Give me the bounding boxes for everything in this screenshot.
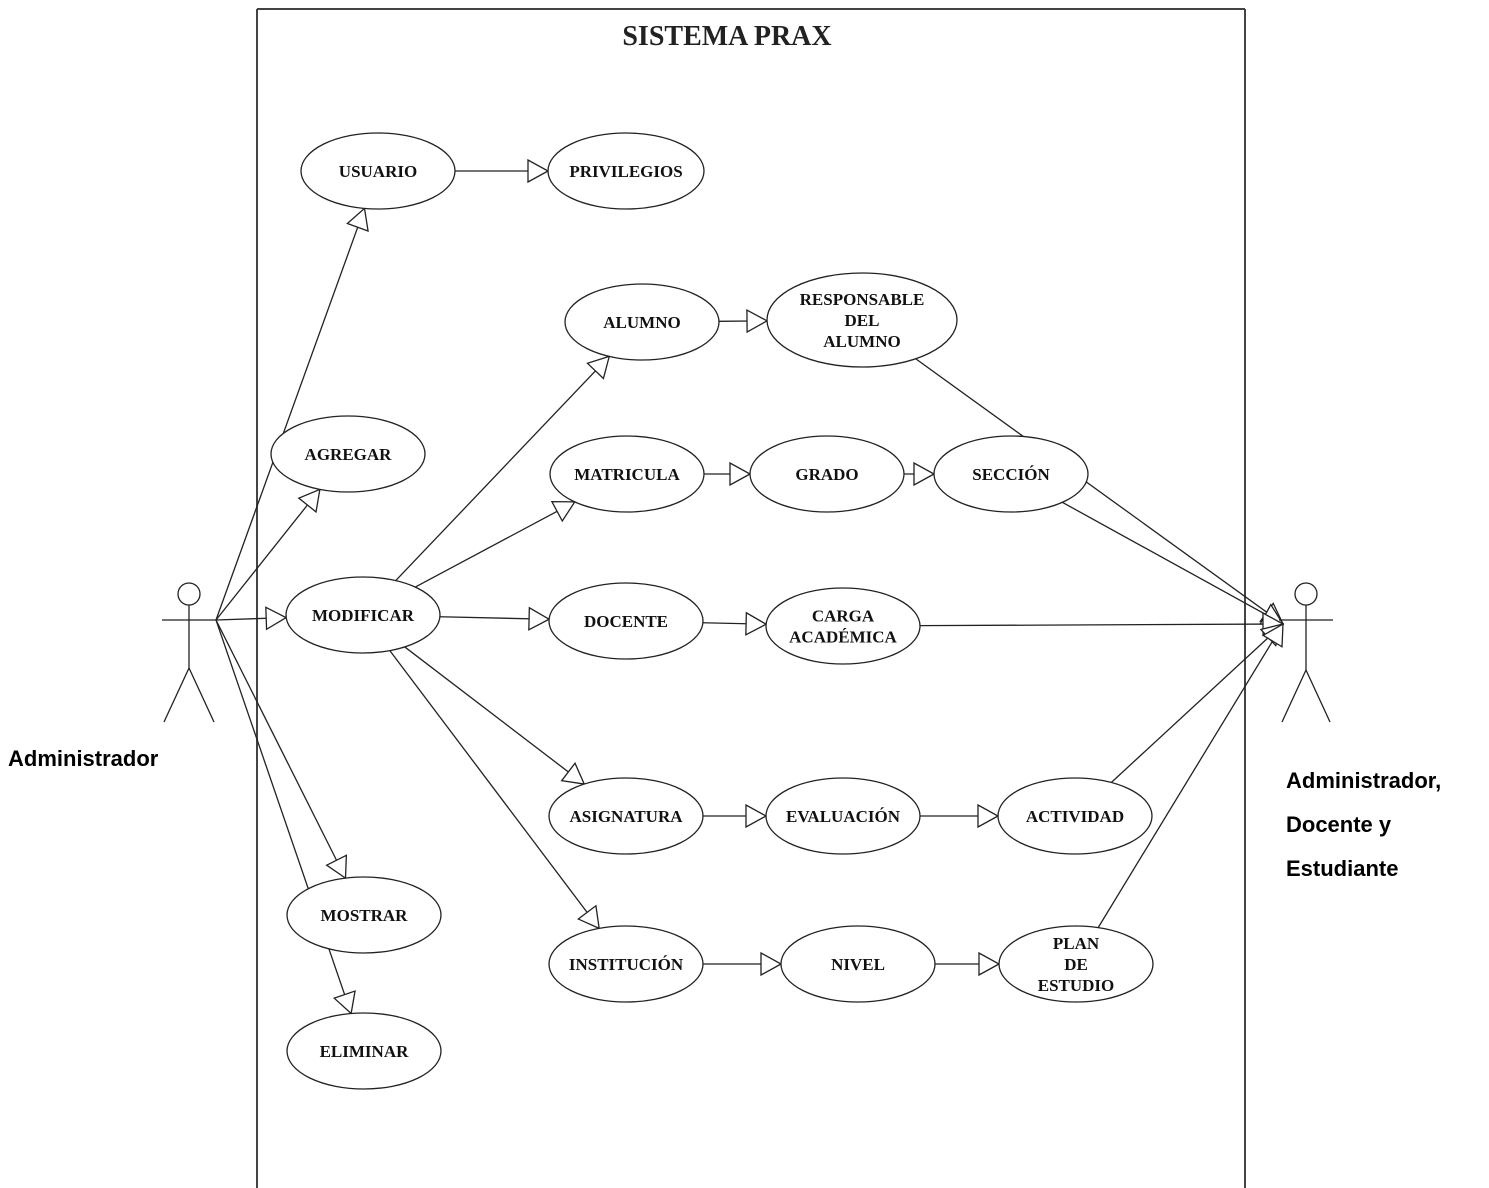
use-case-label: CARGA <box>812 607 875 626</box>
use-case-nivel: NIVEL <box>780 925 936 1003</box>
use-case-actividad: ACTIVIDAD <box>997 777 1153 855</box>
relation-arrowhead <box>577 904 600 930</box>
use-case-carga: CARGA ACADÉMICA <box>765 587 921 665</box>
use-case-asignatura: ASIGNATURA <box>548 777 704 855</box>
relation-modificar-docente <box>439 606 551 631</box>
use-case-label: ACADÉMICA <box>789 628 897 647</box>
use-case-evaluacion: EVALUACIÓN <box>765 777 921 855</box>
relation-institucion-nivel <box>703 951 783 977</box>
use-case-label: MOSTRAR <box>321 906 409 925</box>
relation-seccion-users <box>1062 501 1285 625</box>
relation-carga-users <box>919 611 1285 637</box>
use-case-modificar: MODIFICAR <box>285 576 441 654</box>
relation-arrowhead <box>729 461 752 487</box>
relation-evaluacion-actividad <box>920 803 1000 829</box>
use-case-label: GRADO <box>795 465 858 484</box>
use-case-label: ELIMINAR <box>320 1042 410 1061</box>
relation-nivel-plan <box>935 951 1001 977</box>
relation-admin-modificar <box>215 606 288 631</box>
use-case-label: MODIFICAR <box>312 606 415 625</box>
use-case-label: DE <box>1064 955 1088 974</box>
use-case-alumno: ALUMNO <box>564 283 720 361</box>
use-case-seccion: SECCIÓN <box>933 435 1089 513</box>
use-case-matricula: MATRICULA <box>549 435 705 513</box>
use-case-label: NIVEL <box>831 955 885 974</box>
relation-arrowhead <box>913 461 936 487</box>
use-case-label: MATRICULA <box>574 465 680 484</box>
actor-administrador <box>162 582 216 723</box>
relation-admin-mostrar <box>215 619 348 880</box>
relation-arrowhead <box>745 803 768 829</box>
relation-arrowhead <box>346 207 369 232</box>
relation-modificar-matricula <box>414 500 576 588</box>
use-case-label: DOCENTE <box>584 612 668 631</box>
relation-arrowhead <box>528 606 551 631</box>
use-case-responsable: RESPONSABLE DEL ALUMNO <box>766 272 958 368</box>
use-case-label: ALUMNO <box>603 313 680 332</box>
actor-usuarios-label: Administrador, Docente y Estudiante <box>1286 759 1441 891</box>
use-case-agregar: AGREGAR <box>270 415 426 493</box>
relation-admin-eliminar <box>215 619 356 1015</box>
relation-asignatura-evaluacion <box>703 803 768 829</box>
use-case-grado: GRADO <box>749 435 905 513</box>
relation-arrowhead <box>560 761 586 785</box>
use-case-plan: PLAN DE ESTUDIO <box>998 925 1154 1003</box>
relation-modificar-asignatura <box>404 646 586 785</box>
relation-arrowhead <box>760 951 783 977</box>
relation-arrowhead <box>265 606 288 631</box>
relation-matricula-grado <box>704 461 752 487</box>
use-case-label: AGREGAR <box>305 445 393 464</box>
relation-arrowhead <box>550 500 576 523</box>
actor-usuarios-line: Docente y <box>1286 812 1392 837</box>
system-title: SISTEMA PRAX <box>622 21 831 52</box>
relation-arrowhead <box>527 158 550 184</box>
actor-usuarios-line: Administrador, <box>1286 768 1442 793</box>
use-case-label: ACTIVIDAD <box>1026 807 1124 826</box>
relation-admin-agregar <box>215 488 321 621</box>
relation-arrowhead <box>332 990 356 1015</box>
use-case-label: EVALUACIÓN <box>786 807 901 826</box>
relation-arrowhead <box>977 803 1000 829</box>
use-case-eliminar: ELIMINAR <box>286 1012 442 1090</box>
relation-arrowhead <box>586 355 611 380</box>
use-case-label: ESTUDIO <box>1038 976 1115 995</box>
use-case-label: ASIGNATURA <box>569 807 683 826</box>
relation-plan-users <box>1097 622 1284 928</box>
use-case-label: PLAN <box>1053 934 1100 953</box>
actor-usuarios <box>1279 582 1333 723</box>
use-case-label: PRIVILEGIOS <box>569 162 682 181</box>
relation-admin-usuario <box>215 207 369 621</box>
relations <box>215 158 1285 1015</box>
relation-arrowhead <box>1261 622 1284 648</box>
actor-administrador-label: Administrador <box>8 746 159 771</box>
use-case-label: SECCIÓN <box>972 465 1050 484</box>
use-case-usuario: USUARIO <box>300 132 456 210</box>
use-case-docente: DOCENTE <box>548 582 704 660</box>
actor-usuarios-line: Estudiante <box>1286 856 1399 881</box>
use-case-label: RESPONSABLE <box>800 290 925 309</box>
relation-modificar-institucion <box>389 650 600 930</box>
relation-usuario-privilegios <box>455 158 550 184</box>
relation-arrowhead <box>325 854 348 880</box>
relation-actividad-users <box>1110 623 1284 783</box>
use-cases: USUARIO PRIVILEGIOS AGREGAR MODIFICAR MOSTRA… <box>270 132 1154 1090</box>
relation-arrowhead <box>978 951 1001 977</box>
use-case-label: DEL <box>845 311 880 330</box>
system-boundary: SISTEMA PRAX <box>256 8 1246 1188</box>
use-case-mostrar: MOSTRAR <box>286 876 442 954</box>
relation-modificar-alumno <box>395 355 611 582</box>
relation-arrowhead <box>745 611 768 636</box>
use-case-privilegios: PRIVILEGIOS <box>547 132 705 210</box>
relation-arrowhead <box>746 308 769 334</box>
use-case-institucion: INSTITUCIÓN <box>548 925 704 1003</box>
use-case-label: ALUMNO <box>823 332 900 351</box>
relation-arrowhead <box>297 488 321 514</box>
relation-alumno-responsable <box>718 308 769 334</box>
relation-grado-seccion <box>904 461 936 487</box>
relation-docente-carga <box>702 611 768 636</box>
use-case-label: USUARIO <box>339 162 417 181</box>
use-case-label: INSTITUCIÓN <box>569 955 684 974</box>
